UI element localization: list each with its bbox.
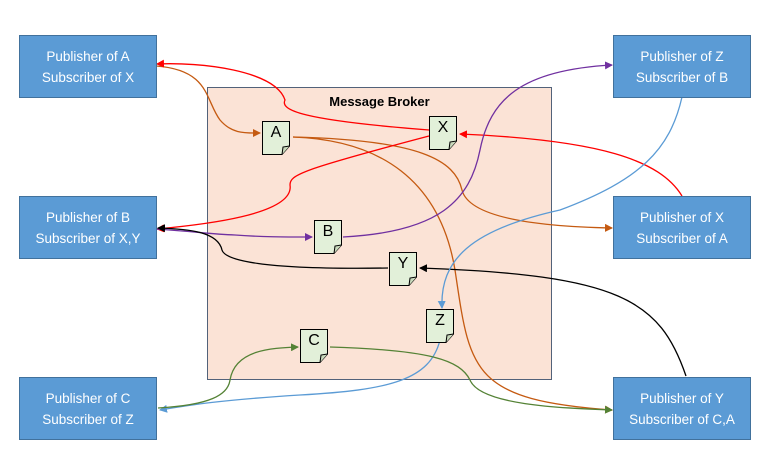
document-icon — [429, 116, 457, 150]
node-line1: Publisher of B — [45, 209, 131, 225]
document-icon — [389, 252, 417, 286]
node-publisher-c-subscriber-z[interactable]: Publisher of C Subscriber of Z — [19, 377, 157, 440]
node-line1: Publisher of Z — [640, 48, 724, 64]
node-publisher-b-subscriber-xy[interactable]: Publisher of B Subscriber of X,Y — [19, 196, 157, 259]
flow-a-to-pubX — [292, 136, 613, 232]
message-label: Y — [397, 255, 409, 272]
flow-y-to-pubB — [157, 224, 389, 269]
node-line1: Publisher of Y — [640, 390, 724, 406]
node-publisher-y-subscriber-ca[interactable]: Publisher of Y Subscriber of C,A — [613, 377, 751, 440]
node-line2: Subscriber of A — [636, 230, 728, 246]
document-icon — [262, 121, 290, 155]
flow-b-to-pubZ — [342, 61, 613, 238]
message-label: A — [270, 124, 282, 141]
flow-y-publish — [419, 264, 687, 377]
flow-c-publish — [157, 343, 299, 409]
node-line2: Subscriber of C,A — [629, 411, 735, 427]
flow-x-to-pubB — [156, 135, 430, 233]
node-publisher-z-subscriber-b[interactable]: Publisher of Z Subscriber of B — [613, 35, 751, 98]
node-publisher-a-subscriber-x[interactable]: Publisher of A Subscriber of X — [19, 35, 157, 98]
message-doc-c[interactable]: C — [300, 329, 328, 363]
node-line2: Subscriber of X,Y — [35, 230, 141, 246]
flow-z-to-pubC — [159, 339, 441, 413]
flow-x-publish — [459, 130, 683, 197]
message-label: C — [308, 332, 320, 349]
node-line1: Publisher of C — [45, 390, 131, 406]
document-icon — [426, 309, 454, 343]
flow-b-publish — [155, 228, 313, 241]
node-line1: Publisher of X — [639, 209, 725, 225]
flow-a-to-pubY — [292, 136, 613, 414]
node-line2: Subscriber of X — [41, 69, 135, 85]
broker-title: Message Broker — [329, 94, 430, 109]
document-icon — [314, 220, 342, 254]
message-doc-b[interactable]: B — [314, 220, 342, 254]
node-publisher-x-subscriber-a[interactable]: Publisher of X Subscriber of A — [613, 196, 751, 259]
flow-a-publish — [155, 65, 261, 138]
message-label: Z — [435, 312, 445, 329]
message-doc-x[interactable]: X — [429, 116, 457, 150]
node-line1: Publisher of A — [46, 48, 130, 64]
message-doc-a[interactable]: A — [262, 121, 290, 155]
flow-x-to-pubA — [156, 59, 430, 131]
node-line2: Subscriber of Z — [42, 411, 134, 427]
message-label: B — [322, 223, 334, 240]
message-doc-z[interactable]: Z — [426, 309, 454, 343]
message-label: X — [437, 119, 449, 136]
flow-z-publish — [437, 96, 683, 309]
flow-c-to-pubY — [329, 346, 613, 414]
document-icon — [300, 329, 328, 363]
node-line2: Subscriber of B — [635, 69, 729, 85]
message-doc-y[interactable]: Y — [389, 252, 417, 286]
